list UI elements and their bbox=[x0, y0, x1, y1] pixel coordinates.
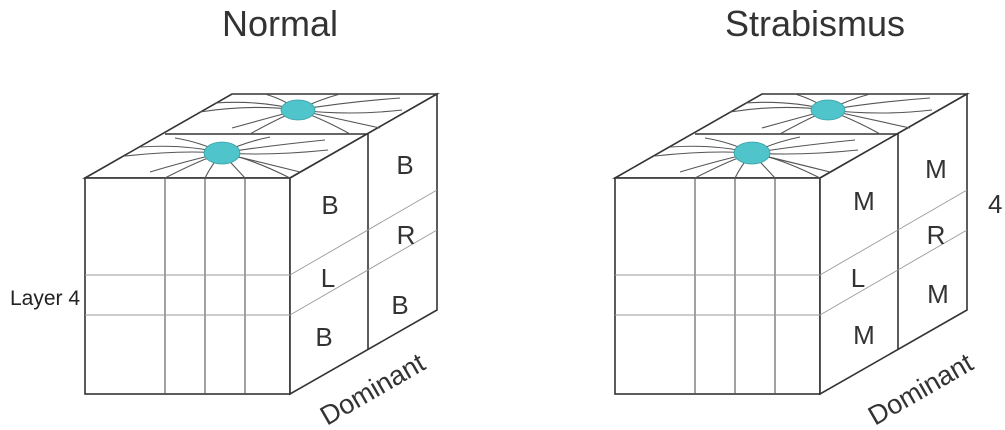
strabismus-back-label-bottom: M bbox=[927, 279, 949, 309]
strabismus-right-bands bbox=[819, 189, 968, 316]
strabismus-front-label-bottom: M bbox=[853, 320, 875, 350]
normal-back-label-middle: R bbox=[397, 220, 416, 250]
normal-layer-label: Layer 4 bbox=[10, 287, 80, 310]
strabismus-right-face bbox=[819, 92, 968, 396]
strabismus-back-blob bbox=[810, 99, 846, 121]
strabismus-back-label-top: M bbox=[925, 154, 947, 184]
strabismus-front-face bbox=[614, 177, 821, 395]
strabismus-front-label-top: M bbox=[853, 186, 875, 216]
strabismus-back-label-middle: R bbox=[927, 220, 946, 250]
normal-front-label-middle: L bbox=[321, 263, 335, 293]
normal-cube: B L B B R B bbox=[81, 92, 441, 396]
normal-front-blob bbox=[203, 141, 241, 165]
strabismus-front-grid bbox=[615, 178, 820, 394]
strabismus-front-label-middle: L bbox=[851, 263, 865, 293]
strabismus-front-blob bbox=[733, 141, 771, 165]
normal-front-face bbox=[84, 177, 291, 395]
normal-panel: Normal bbox=[10, 3, 441, 430]
normal-back-label-top: B bbox=[396, 150, 413, 180]
strabismus-panel: Strabismus bbox=[611, 3, 1002, 430]
normal-right-face bbox=[289, 92, 438, 396]
normal-right-bands bbox=[289, 189, 438, 316]
strabismus-layer-label: 4 bbox=[988, 189, 1002, 219]
normal-front-grid bbox=[85, 178, 290, 394]
normal-front-label-bottom: B bbox=[315, 322, 332, 352]
normal-title: Normal bbox=[222, 3, 338, 44]
normal-front-label-top: B bbox=[321, 190, 338, 220]
normal-back-blob bbox=[280, 99, 316, 121]
strabismus-title: Strabismus bbox=[725, 3, 905, 44]
normal-back-label-bottom: B bbox=[391, 290, 408, 320]
strabismus-cube: M L M M R M bbox=[611, 92, 971, 396]
